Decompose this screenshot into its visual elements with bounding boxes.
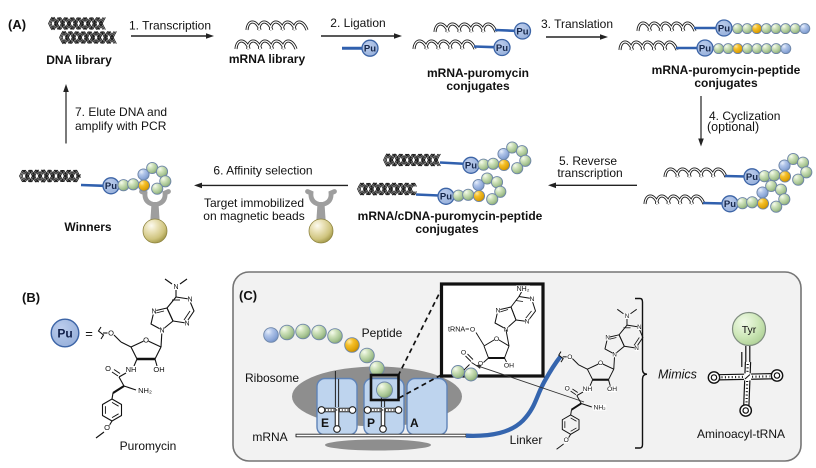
svg-text:Pu: Pu — [718, 23, 730, 34]
svg-text:2. Ligation: 2. Ligation — [330, 16, 385, 30]
svg-text:Pu: Pu — [105, 181, 117, 192]
svg-text:N: N — [173, 284, 178, 291]
svg-text:O: O — [104, 423, 110, 432]
svg-text:Pu: Pu — [516, 26, 528, 37]
svg-text:O: O — [108, 329, 114, 338]
svg-text:A: A — [410, 416, 419, 430]
svg-text:Aminoacyl-tRNA: Aminoacyl-tRNA — [697, 427, 785, 441]
svg-text:Mimics: Mimics — [658, 368, 697, 382]
svg-text:Winners: Winners — [64, 220, 112, 234]
svg-text:O: O — [494, 336, 499, 343]
svg-text:(A): (A) — [8, 17, 26, 32]
svg-text:N: N — [187, 297, 192, 304]
svg-text:Pu: Pu — [724, 199, 736, 210]
svg-text:transcription: transcription — [557, 166, 622, 180]
svg-text:Pu: Pu — [440, 192, 452, 203]
svg-text:Pu: Pu — [57, 327, 72, 341]
svg-text:O: O — [105, 364, 111, 373]
svg-text:O: O — [461, 350, 466, 357]
svg-text:Target immobilized: Target immobilized — [204, 196, 304, 210]
svg-text:(C): (C) — [239, 288, 257, 303]
svg-text:N: N — [525, 319, 530, 326]
svg-text:NH₂: NH₂ — [517, 286, 530, 293]
svg-text:NH₂: NH₂ — [138, 386, 152, 395]
svg-text:5. Reverse: 5. Reverse — [559, 154, 617, 168]
svg-text:O: O — [470, 327, 475, 334]
svg-text:6. Affinity selection: 6. Affinity selection — [213, 164, 312, 178]
svg-text:NH: NH — [126, 365, 137, 374]
svg-text:conjugates: conjugates — [446, 79, 510, 93]
svg-text:mRNA-puromycin: mRNA-puromycin — [427, 66, 529, 80]
svg-text:1. Transcription: 1. Transcription — [129, 19, 211, 33]
svg-text:Tyr: Tyr — [742, 324, 757, 336]
svg-text:amplify with PCR: amplify with PCR — [75, 119, 167, 133]
svg-text:N: N — [159, 328, 164, 335]
svg-text:(B): (B) — [22, 290, 40, 305]
svg-text:Ribosome: Ribosome — [245, 371, 299, 385]
svg-text:on magnetic beads: on magnetic beads — [203, 209, 304, 223]
svg-text:mRNA library: mRNA library — [229, 52, 306, 66]
svg-text:E: E — [321, 416, 329, 430]
svg-text:OH: OH — [153, 365, 164, 374]
svg-text:conjugates: conjugates — [415, 222, 479, 236]
svg-text:N: N — [496, 308, 501, 315]
svg-text:Pu: Pu — [699, 43, 711, 54]
svg-text:Pu: Pu — [364, 44, 376, 55]
svg-text:Puromycin: Puromycin — [120, 439, 177, 453]
svg-text:=: = — [85, 326, 93, 341]
svg-text:N: N — [530, 296, 535, 303]
svg-text:N: N — [151, 309, 156, 316]
svg-text:mRNA/cDNA-puromycin-peptide: mRNA/cDNA-puromycin-peptide — [358, 209, 543, 223]
svg-text:7. Elute DNA and: 7. Elute DNA and — [75, 105, 167, 119]
svg-text:(optional): (optional) — [707, 120, 759, 134]
svg-text:Peptide: Peptide — [362, 326, 403, 340]
svg-text:Pu: Pu — [746, 172, 758, 183]
svg-text:Linker: Linker — [510, 433, 543, 447]
svg-text:Pu: Pu — [496, 43, 508, 54]
svg-text:OH: OH — [504, 363, 514, 370]
svg-text:tRNA: tRNA — [448, 325, 465, 334]
svg-text:DNA library: DNA library — [46, 53, 112, 67]
svg-text:conjugates: conjugates — [694, 76, 758, 90]
svg-text:Pu: Pu — [465, 161, 477, 172]
svg-text:4. Cyclization: 4. Cyclization — [709, 109, 780, 123]
svg-text:O: O — [143, 336, 149, 345]
svg-text:mRNA: mRNA — [252, 430, 287, 444]
svg-text:3. Translation: 3. Translation — [541, 17, 613, 31]
svg-text:mRNA-puromycin-peptide: mRNA-puromycin-peptide — [652, 63, 801, 77]
svg-text:P: P — [367, 416, 375, 430]
svg-text:O: O — [478, 361, 483, 368]
svg-text:N: N — [184, 321, 189, 328]
